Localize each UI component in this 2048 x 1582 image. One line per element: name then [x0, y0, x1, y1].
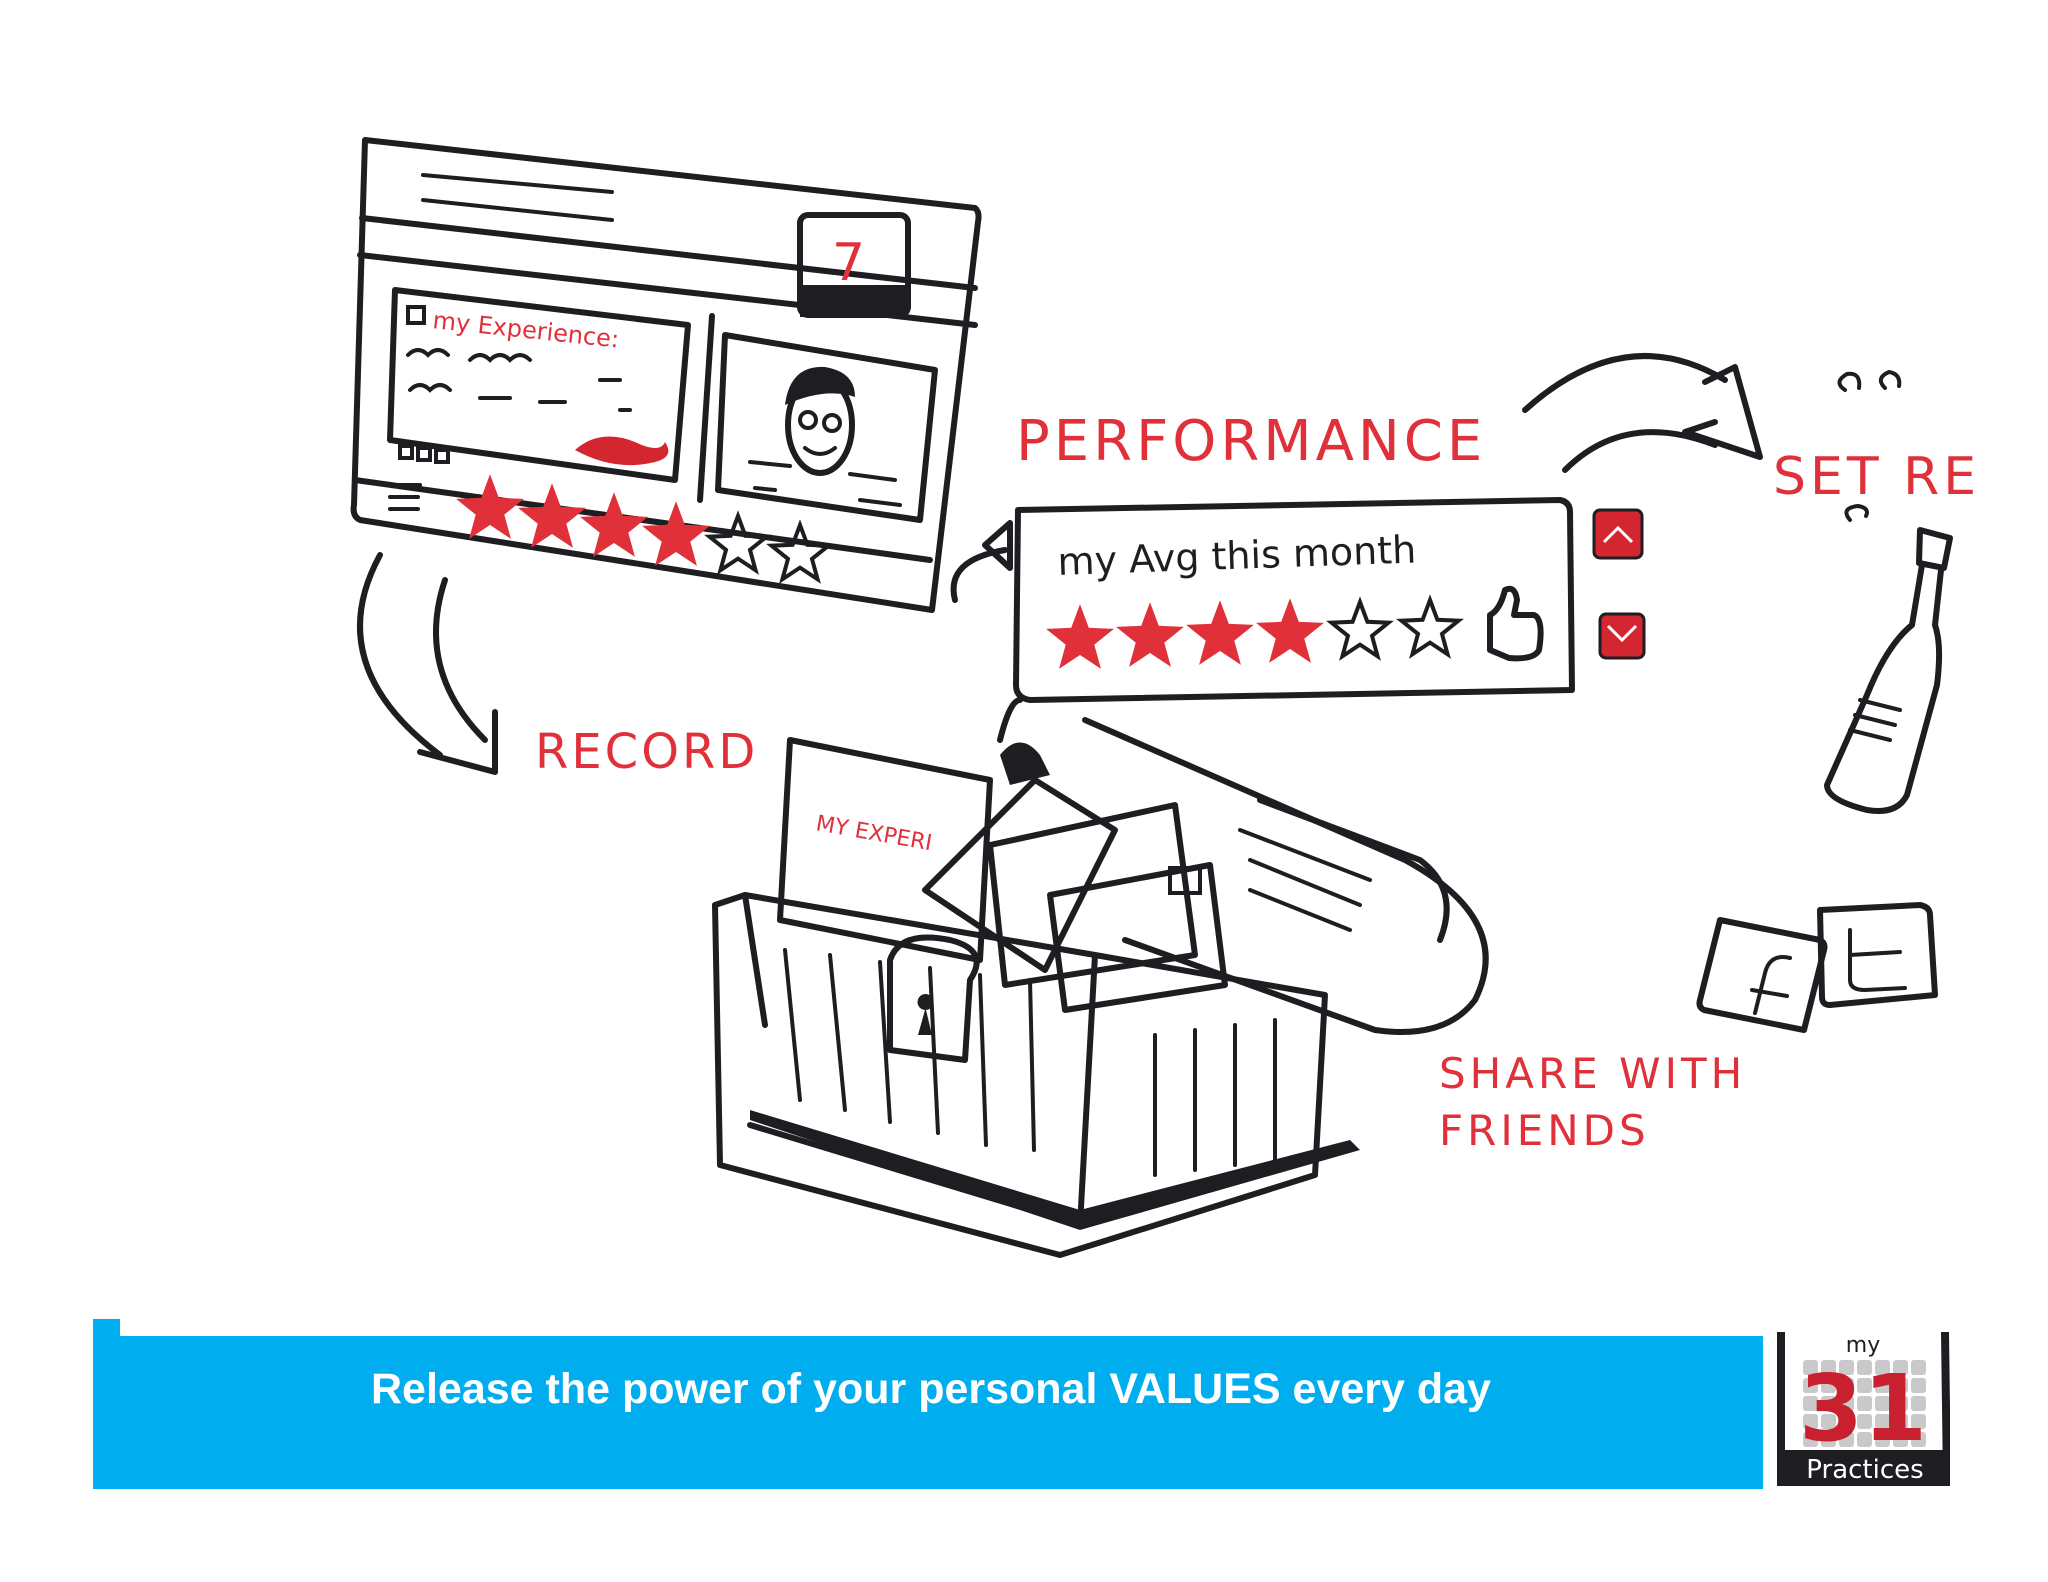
star-filled-icon	[642, 501, 710, 566]
my31-practices-logo: my 31 Practices	[1777, 1332, 1950, 1486]
grid-cell	[1857, 1360, 1872, 1375]
grid-cell	[1875, 1360, 1890, 1375]
star-filled-icon	[518, 483, 586, 548]
grid-cell	[1821, 1360, 1836, 1375]
star-filled-icon	[456, 474, 524, 539]
avg-star-rating	[1046, 594, 1464, 669]
star-empty-icon	[766, 519, 834, 584]
star-filled-icon	[1116, 602, 1184, 667]
grid-cell	[1803, 1432, 1818, 1447]
grid-cell	[1893, 1360, 1908, 1375]
grid-cell	[1893, 1414, 1908, 1429]
tagline-text: Release the power of your personal VALUE…	[371, 1365, 1491, 1413]
grid-cell	[1893, 1432, 1908, 1447]
grid-cell	[1875, 1432, 1890, 1447]
arrow-icon	[357, 552, 498, 775]
avg-label: my Avg this month	[1057, 527, 1417, 583]
star-filled-icon	[1046, 604, 1114, 669]
calendar-day: 7	[832, 233, 865, 293]
avatar-sketch	[715, 332, 938, 523]
grid-cell	[1821, 1396, 1836, 1411]
arrow-icon	[950, 520, 1013, 603]
entry-star-rating	[456, 474, 834, 584]
tagline-banner: Release the power of your personal VALUE…	[93, 1336, 1763, 1489]
grid-cell	[1875, 1378, 1890, 1393]
arrow-icon	[1522, 353, 1763, 473]
set-reward-label: SET RE	[1773, 447, 1980, 507]
logo-practices: Practices	[1806, 1455, 1923, 1485]
grid-cell	[1803, 1378, 1818, 1393]
star-filled-icon	[1186, 600, 1254, 665]
record-label: RECORD	[535, 724, 758, 780]
logo-my: my	[1846, 1333, 1880, 1358]
grid-cell	[1857, 1432, 1872, 1447]
performance-label: PERFORMANCE	[1016, 409, 1486, 474]
share-label-line1: SHARE WITH	[1439, 1049, 1746, 1098]
grid-cell	[1857, 1414, 1872, 1429]
app-window-sketch: 7 my Experience:	[350, 137, 982, 613]
grid-cell	[1911, 1360, 1926, 1375]
calendar-icon: 7	[797, 212, 911, 318]
grid-cell	[1857, 1396, 1872, 1411]
star-empty-icon	[1396, 594, 1464, 659]
twitter-icon	[1817, 902, 1938, 1008]
star-empty-icon	[704, 510, 772, 575]
avg-rating-card: my Avg this month	[1013, 497, 1575, 703]
grid-cell	[1893, 1396, 1908, 1411]
experience-card: my Experience:	[387, 287, 691, 483]
grid-cell	[1911, 1378, 1926, 1393]
logo-number: 31	[1799, 1355, 1927, 1462]
grid-cell	[1857, 1378, 1872, 1393]
grid-cell	[1821, 1432, 1836, 1447]
calendar-grid-icon	[1803, 1360, 1926, 1447]
grid-cell	[1821, 1378, 1836, 1393]
share-label-line2: FRIENDS	[1439, 1106, 1650, 1155]
treasure-chest: MY EXPERI	[712, 697, 1489, 1258]
grid-cell	[1839, 1360, 1854, 1375]
vote-up-button	[1592, 508, 1644, 560]
vote-down-button	[1598, 612, 1646, 660]
facebook-icon	[1696, 917, 1828, 1033]
star-filled-icon	[580, 492, 648, 557]
grid-cell	[1803, 1414, 1818, 1429]
grid-cell	[1875, 1414, 1890, 1429]
star-filled-icon	[1256, 598, 1324, 663]
grid-cell	[1911, 1432, 1926, 1447]
grid-cell	[1839, 1432, 1854, 1447]
grid-cell	[1911, 1396, 1926, 1411]
thumbs-up-icon	[1487, 585, 1544, 662]
banner-tab	[93, 1319, 120, 1339]
star-empty-icon	[1326, 596, 1394, 661]
grid-cell	[1839, 1378, 1854, 1393]
grid-cell	[1893, 1378, 1908, 1393]
grid-cell	[1875, 1396, 1890, 1411]
grid-cell	[1839, 1414, 1854, 1429]
grid-cell	[1803, 1396, 1818, 1411]
grid-cell	[1821, 1414, 1836, 1429]
grid-cell	[1839, 1396, 1854, 1411]
chest-card-title: MY EXPERI	[814, 811, 934, 856]
bottle-icon	[1824, 369, 1953, 814]
grid-cell	[1911, 1414, 1926, 1429]
grid-cell	[1803, 1360, 1818, 1375]
